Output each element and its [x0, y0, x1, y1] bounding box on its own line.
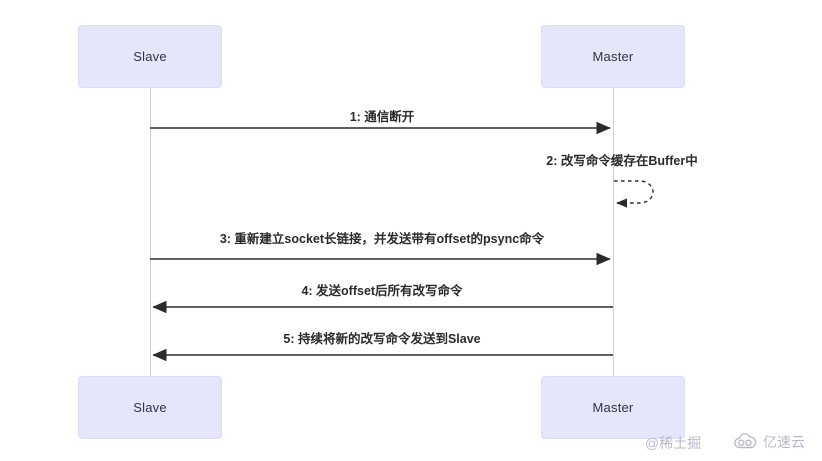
message-label-5: 5: 持续将新的改写命令发送到Slave [283, 332, 481, 346]
participant-slave-bottom[interactable]: Slave [78, 376, 222, 439]
participant-slave-top[interactable]: Slave [78, 25, 222, 88]
watermark-yisuyun: 亿速云 [733, 432, 805, 452]
watermark-juejin: @稀土掘 [645, 433, 701, 453]
participant-slave-top-label: Slave [133, 49, 167, 64]
lifeline-master [613, 88, 614, 382]
participant-slave-bottom-label: Slave [133, 400, 167, 415]
participant-master-top[interactable]: Master [541, 25, 685, 88]
message-label-2: 2: 改写命令缓存在Buffer中 [546, 154, 698, 168]
message-arrow-2-self-loop [614, 180, 654, 208]
participant-master-top-label: Master [592, 49, 634, 64]
lifeline-slave [150, 88, 151, 382]
participant-master-bottom[interactable]: Master [541, 376, 685, 439]
message-label-3: 3: 重新建立socket长链接，并发送带有offset的psync命令 [219, 232, 545, 246]
message-label-1: 1: 通信断开 [349, 110, 415, 124]
participant-master-bottom-label: Master [592, 400, 634, 415]
watermark-juejin-text: @稀土掘 [645, 435, 702, 451]
watermark-yisuyun-text: 亿速云 [763, 434, 805, 450]
cloud-icon [734, 433, 757, 449]
message-label-4: 4: 发送offset后所有改写命令 [301, 284, 463, 298]
